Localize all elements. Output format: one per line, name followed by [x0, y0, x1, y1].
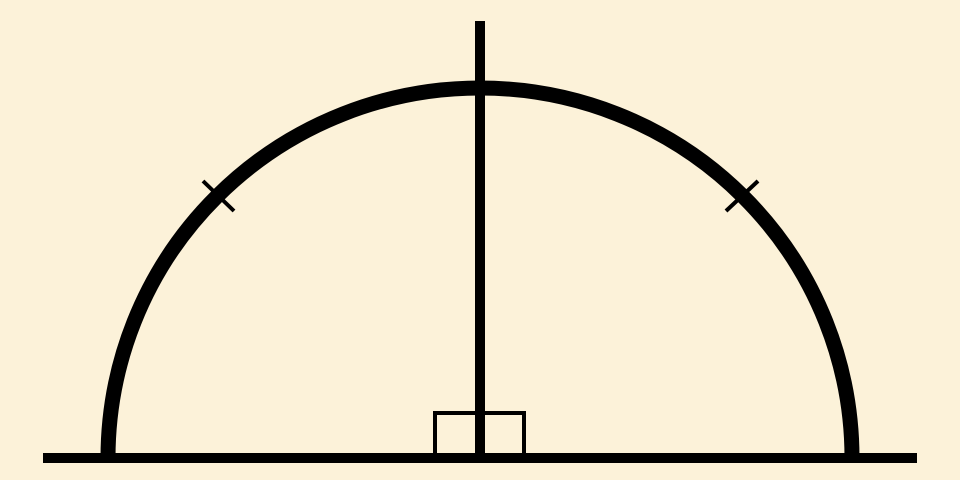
right-angle-marker — [433, 411, 526, 458]
left-tick-mark — [201, 179, 236, 213]
right-tick-mark — [724, 179, 760, 213]
